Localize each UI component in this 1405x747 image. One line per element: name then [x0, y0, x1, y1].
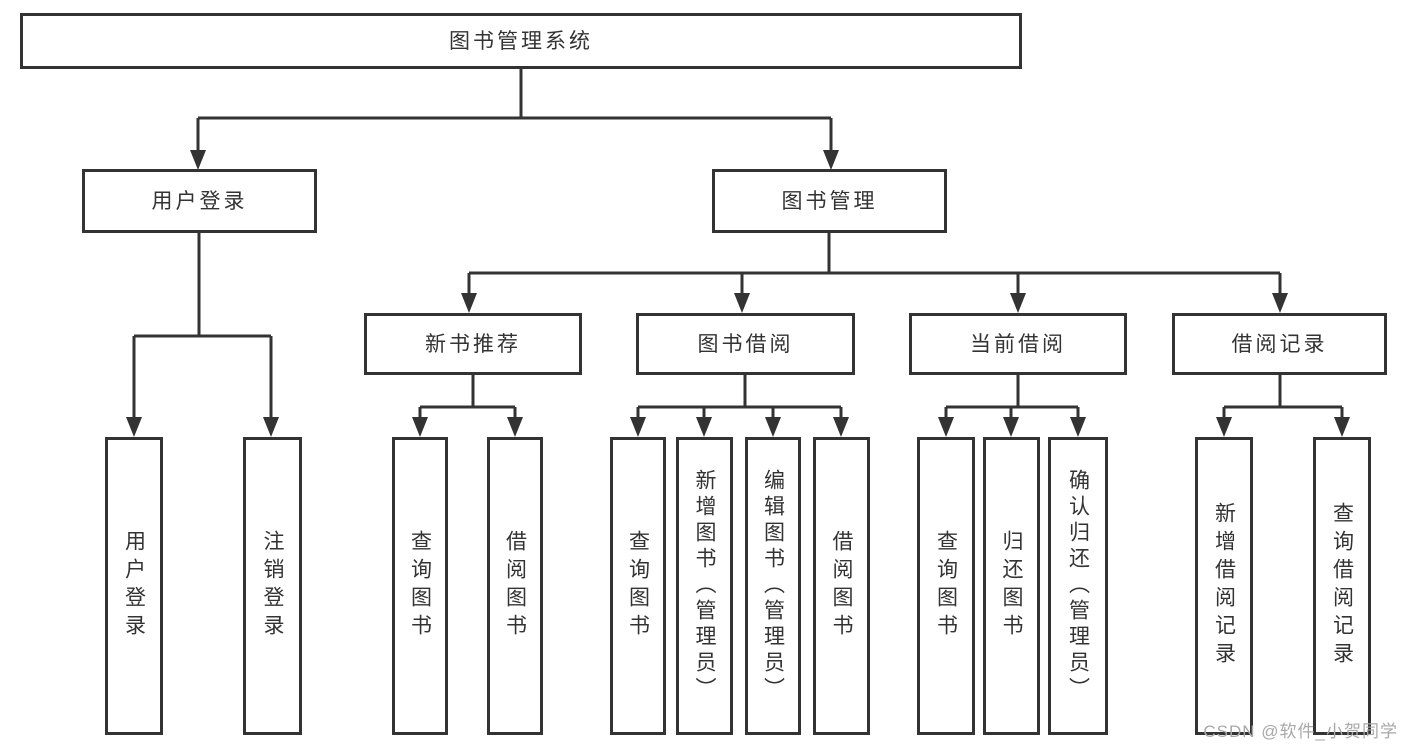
- node-new-book-recommendation: 新书推荐: [364, 313, 582, 375]
- connector-book-mgmt-children: [467, 233, 1282, 296]
- connector-book-borrow-children: [636, 375, 843, 420]
- leaf-logout: 注销登录: [243, 437, 302, 735]
- connector-user-login-children: [132, 233, 273, 420]
- node-book-management: 图书管理: [712, 169, 947, 233]
- arrow-down-icons-level2: [190, 150, 839, 170]
- leaf-edit-books-admin: 编辑图书（管理员）: [745, 437, 801, 735]
- leaf-confirm-return-admin: 确认归还（管理员）: [1048, 437, 1108, 735]
- arrow-down-icons-level4: [412, 417, 1350, 437]
- node-borrowing-records: 借阅记录: [1172, 313, 1387, 375]
- leaf-add-borrow-record: 新增借阅记录: [1195, 437, 1253, 735]
- leaf-user-login: 用户登录: [105, 437, 163, 735]
- leaf-return-books: 归还图书: [983, 437, 1040, 735]
- leaf-add-books-admin: 新增图书（管理员）: [676, 437, 733, 735]
- node-library-management-system: 图书管理系统: [20, 13, 1022, 69]
- arrow-down-icons-level3: [461, 293, 1288, 313]
- node-book-borrowing: 图书借阅: [636, 313, 855, 375]
- leaf-query-borrow-record: 查询借阅记录: [1313, 437, 1371, 735]
- leaf-query-books-current: 查询图书: [917, 437, 975, 735]
- node-current-borrowing: 当前借阅: [909, 313, 1127, 375]
- leaf-borrow-books-recommend: 借阅图书: [487, 437, 543, 735]
- leaf-query-books-borrow: 查询图书: [610, 437, 666, 735]
- csdn-watermark: CSDN @软件_小贺同学: [1203, 722, 1398, 741]
- connector-new-book-rec-children: [418, 375, 517, 420]
- node-user-login: 用户登录: [82, 169, 317, 233]
- leaf-borrow-books-borrow: 借阅图书: [813, 437, 870, 735]
- leaf-query-books-recommend: 查询图书: [392, 437, 448, 735]
- arrow-down-icons-login-leaves: [126, 417, 279, 437]
- connector-current-borrow-children: [944, 375, 1080, 420]
- connector-root-children: [196, 69, 833, 153]
- connector-borrow-record-children: [1222, 375, 1344, 420]
